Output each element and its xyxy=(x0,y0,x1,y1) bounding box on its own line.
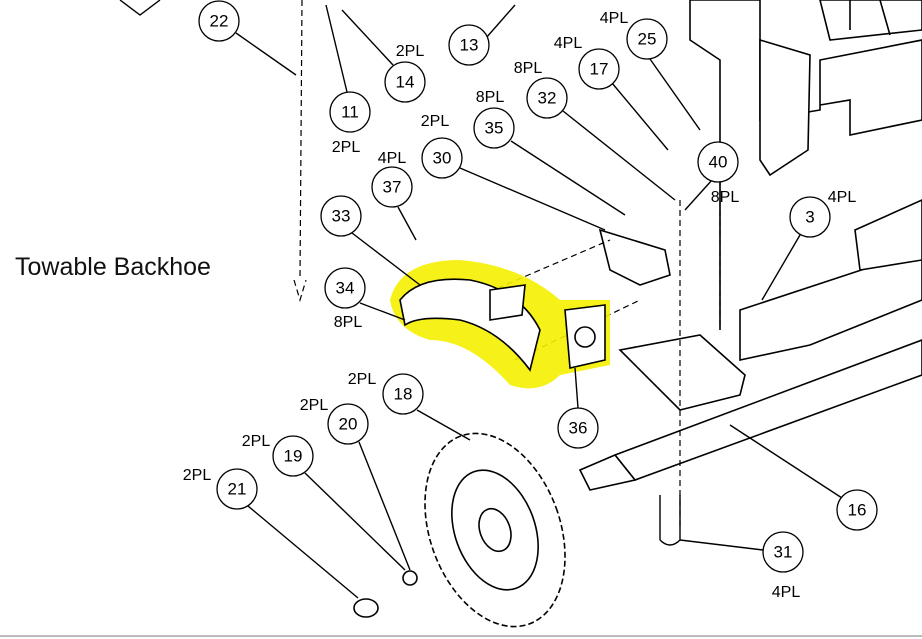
frame-assembly xyxy=(119,0,922,546)
callout-19-qty: 2PL xyxy=(242,433,271,450)
callout-21-qty: 2PL xyxy=(183,467,212,484)
callout-30-qty: 2PL xyxy=(421,113,450,130)
callout-14: 14 xyxy=(384,61,426,103)
svg-text:11: 11 xyxy=(341,103,359,122)
diagram-title: Towable Backhoe xyxy=(15,253,211,281)
callout-37-qty: 4PL xyxy=(378,150,407,167)
svg-text:16: 16 xyxy=(848,501,867,520)
callout-3-qty: 4PL xyxy=(828,189,857,206)
callout-11: 11 xyxy=(329,91,371,133)
callout-30: 30 xyxy=(421,137,463,179)
callout-17-qty: 4PL xyxy=(554,35,583,52)
svg-text:37: 37 xyxy=(383,178,402,197)
svg-text:40: 40 xyxy=(709,153,728,172)
callout-20: 20 xyxy=(327,403,369,445)
svg-text:32: 32 xyxy=(538,89,557,108)
svg-text:22: 22 xyxy=(210,12,229,31)
callout-40-qty: 8PL xyxy=(711,189,740,206)
svg-text:21: 21 xyxy=(228,480,247,499)
svg-text:30: 30 xyxy=(433,149,452,168)
callout-18-qty: 2PL xyxy=(348,371,377,388)
fender-highlighted xyxy=(390,260,610,389)
callout-25-qty: 4PL xyxy=(600,10,629,27)
svg-text:34: 34 xyxy=(336,279,355,298)
svg-text:3: 3 xyxy=(805,208,814,227)
callout-14-qty: 2PL xyxy=(396,43,425,60)
svg-text:18: 18 xyxy=(394,385,413,404)
callout-31: 31 xyxy=(762,531,804,573)
chain xyxy=(293,0,307,303)
callout-13: 13 xyxy=(448,24,490,66)
callout-22: 22 xyxy=(198,0,240,42)
callout-21: 21 xyxy=(216,468,258,510)
callout-3: 3 xyxy=(789,196,831,238)
svg-text:36: 36 xyxy=(569,419,588,438)
lug-nut xyxy=(402,570,418,586)
callout-32-qty: 8PL xyxy=(514,60,543,77)
svg-text:19: 19 xyxy=(284,447,303,466)
svg-text:17: 17 xyxy=(590,60,609,79)
callout-34-qty: 8PL xyxy=(334,314,363,331)
hub-cap xyxy=(353,598,379,618)
callout-35: 35 xyxy=(473,107,515,149)
svg-text:25: 25 xyxy=(638,30,657,49)
callout-32: 32 xyxy=(526,77,568,119)
svg-text:14: 14 xyxy=(396,73,415,92)
callout-20-qty: 2PL xyxy=(300,397,329,414)
callout-34: 34 xyxy=(324,267,366,309)
callout-37: 37 xyxy=(371,166,413,208)
callout-25: 25 xyxy=(626,18,668,60)
callout-17: 17 xyxy=(578,48,620,90)
callout-33: 33 xyxy=(320,195,362,237)
callout-35-qty: 8PL xyxy=(476,89,505,106)
svg-text:31: 31 xyxy=(774,543,793,562)
callout-36: 36 xyxy=(557,407,599,449)
callout-19: 19 xyxy=(272,435,314,477)
wheel-tire xyxy=(424,432,566,628)
svg-text:13: 13 xyxy=(460,36,479,55)
callout-31-qty: 4PL xyxy=(772,584,801,601)
svg-text:35: 35 xyxy=(485,119,504,138)
leader-lines xyxy=(235,4,843,599)
callout-18: 18 xyxy=(382,373,424,415)
callout-16: 16 xyxy=(836,489,878,531)
svg-text:33: 33 xyxy=(332,207,351,226)
callout-11-qty: 2PL xyxy=(332,139,361,156)
svg-text:20: 20 xyxy=(339,415,358,434)
callout-40: 40 xyxy=(697,141,739,183)
